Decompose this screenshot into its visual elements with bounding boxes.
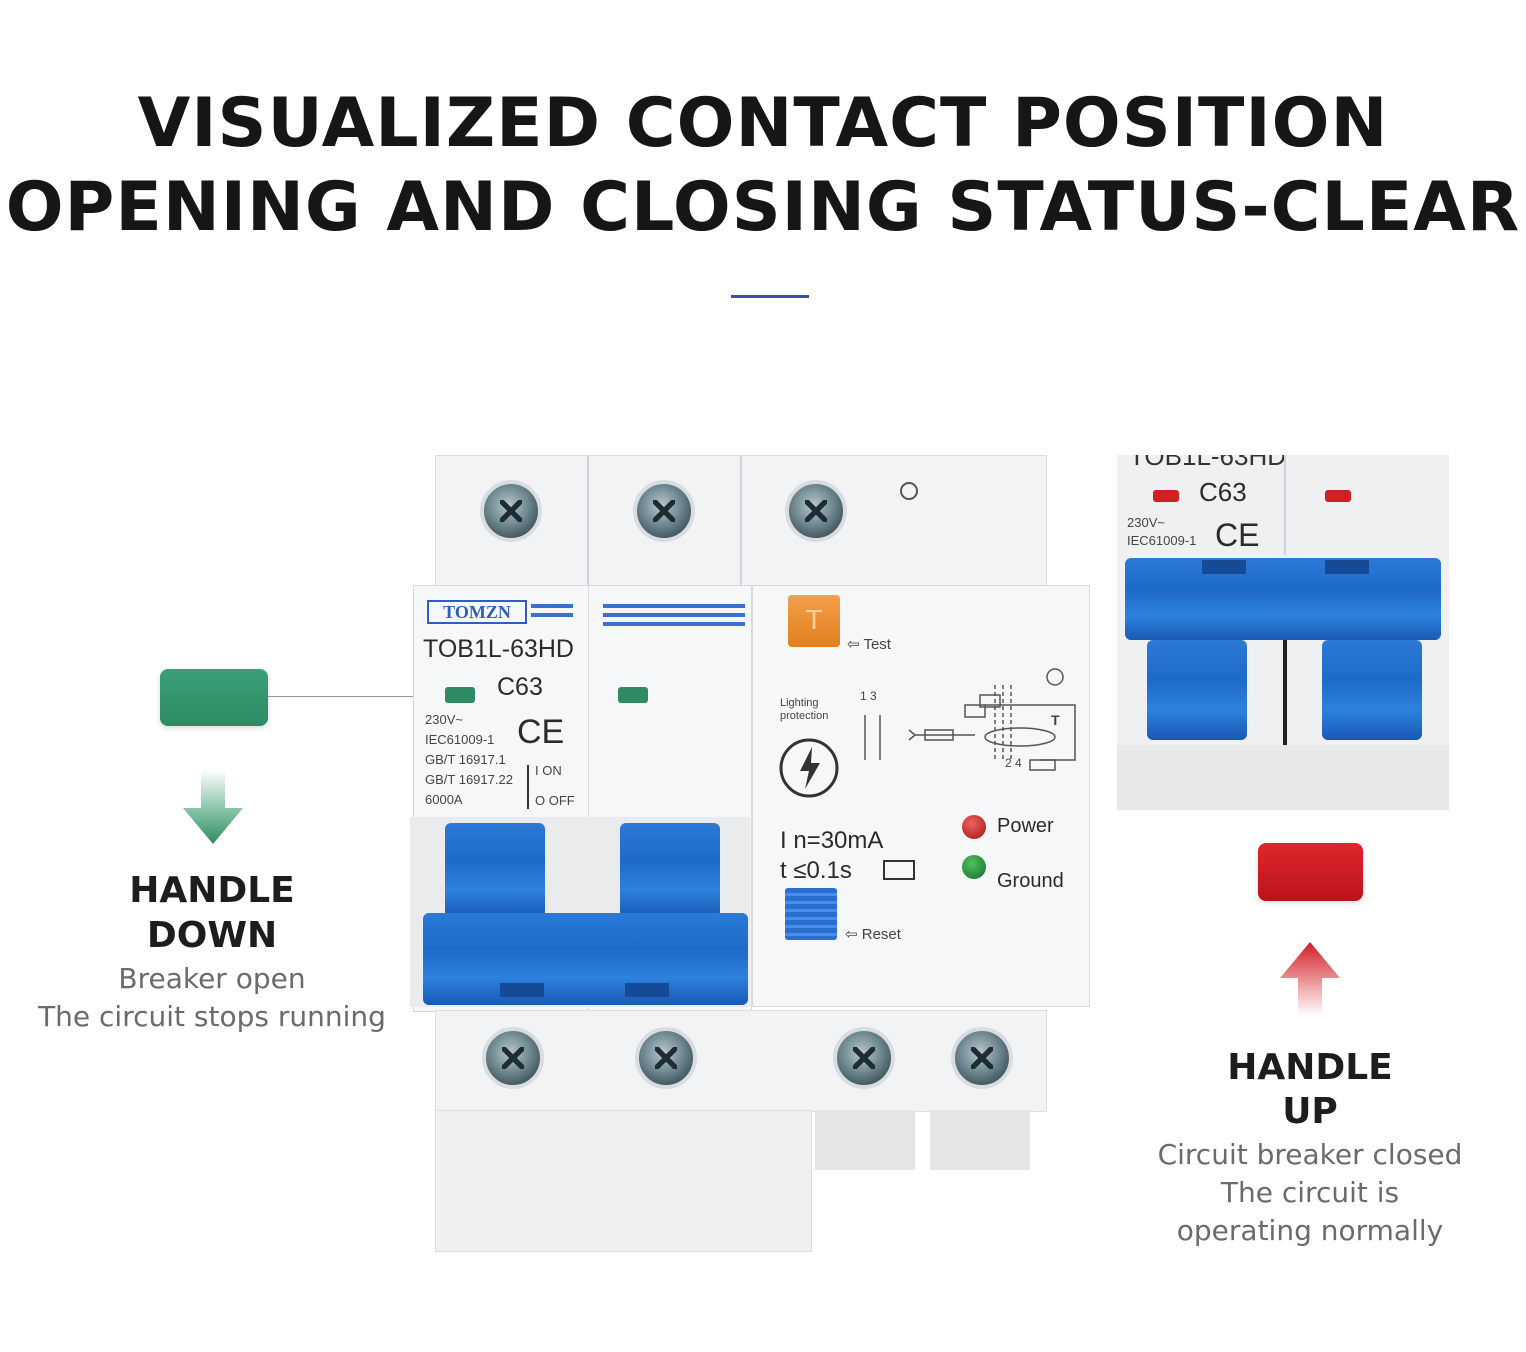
- ground-symbol-icon: [900, 482, 918, 500]
- headline-line-1: VISUALIZED CONTACT POSITION: [137, 84, 1389, 163]
- model-label: TOB1L-63HD: [423, 635, 574, 663]
- inset-pole-1-status-window: [1153, 490, 1179, 502]
- screw-icon: [633, 480, 695, 542]
- trip-time-label: t ≤0.1s: [780, 857, 852, 884]
- inset-module-seam: [1284, 455, 1286, 555]
- inset-voltage-label: 230V~: [1127, 515, 1165, 530]
- inset-pole-1-handle: [1147, 640, 1247, 740]
- standard-3-label: GB/T 16917.22: [425, 772, 513, 787]
- indicator-leader-line: [268, 696, 448, 697]
- base-clip: [930, 1110, 1030, 1170]
- screw-icon: [635, 1027, 697, 1089]
- ac-type-icon: [883, 860, 915, 880]
- brand-stripe: [531, 604, 573, 608]
- wiring-diagram-icon: 1 3 2 4 T: [860, 668, 1076, 771]
- inset-model-label: TOB1L-63HD: [1129, 455, 1287, 471]
- inset-lower-body: [1117, 745, 1449, 810]
- lighting-label-2: protection: [780, 710, 829, 722]
- ground-led: [962, 855, 986, 879]
- pole-1-handle-upper: [445, 823, 545, 918]
- left-text-line-1: Breaker open: [118, 962, 306, 995]
- inset-rating-label: C63: [1199, 477, 1247, 507]
- pole-2-handle-upper: [620, 823, 720, 918]
- inset-standard-label: IEC61009-1: [1127, 533, 1197, 548]
- test-button[interactable]: T: [788, 595, 840, 647]
- arrow-down-icon: [183, 770, 243, 844]
- closed-status-indicator: [1258, 843, 1363, 901]
- screw-icon: [480, 480, 542, 542]
- module-seam: [740, 455, 742, 585]
- inset-pole-2-status-window: [1325, 490, 1351, 502]
- right-text-line-2: The circuit is: [1220, 1176, 1400, 1209]
- off-label: O OFF: [535, 793, 575, 808]
- din-rail-base: [435, 1110, 812, 1252]
- power-led: [962, 815, 986, 839]
- module-seam: [587, 455, 589, 585]
- rating-label: C63: [497, 673, 543, 701]
- test-label-text: Test: [863, 636, 891, 653]
- brand-logo: TOMZN: [427, 600, 527, 624]
- arrow-up-icon: [1280, 942, 1340, 1016]
- screw-icon: [785, 480, 847, 542]
- inset-pole-gap: [1283, 640, 1287, 745]
- residual-current-label: I n=30mA: [780, 827, 884, 854]
- pole-2-status-window: [618, 687, 648, 703]
- inset-pole-2-handle: [1322, 640, 1422, 740]
- screw-icon: [482, 1027, 544, 1089]
- standard-2-label: GB/T 16917.1: [425, 752, 506, 767]
- lighting-label-1: Lighting: [780, 697, 819, 709]
- on-off-arrow-icon: [527, 765, 529, 809]
- left-text-line-2: The circuit stops running: [38, 1000, 386, 1033]
- left-title-line-2: DOWN: [146, 915, 278, 956]
- reset-button[interactable]: [785, 888, 837, 940]
- handle-up-closeup: TOB1L-63HD C63 230V~ IEC61009-1 CE: [1117, 455, 1449, 810]
- inset-handle-notch: [1325, 560, 1369, 574]
- inset-ce-mark: CE: [1215, 517, 1260, 553]
- capacity-label: 6000A: [425, 792, 463, 807]
- bottom-terminal-block: [435, 1010, 1047, 1112]
- headline-line-2: OPENING AND CLOSING STATUS-CLEAR: [5, 168, 1521, 247]
- pole-1-status-window: [445, 687, 475, 703]
- ce-mark: CE: [517, 713, 565, 751]
- handle-notch: [500, 983, 544, 997]
- diagram-t-label: T: [1051, 712, 1060, 728]
- screw-icon: [951, 1027, 1013, 1089]
- pole-2-stripe: [603, 622, 745, 626]
- ground-label: Ground: [997, 870, 1064, 892]
- standard-1-label: IEC61009-1: [425, 732, 495, 747]
- right-title-line-1: HANDLE: [1227, 1047, 1393, 1088]
- reset-label-text: Reset: [861, 926, 901, 943]
- title-divider: [731, 295, 809, 298]
- pole-2-stripe: [603, 604, 745, 608]
- lightning-protection-icon: [779, 738, 839, 798]
- handle-notch: [625, 983, 669, 997]
- tie-bar-handle[interactable]: [423, 913, 748, 1005]
- right-text-line-1: Circuit breaker closed: [1157, 1138, 1463, 1171]
- right-text-line-3: operating normally: [1176, 1214, 1444, 1247]
- right-title-line-2: UP: [1282, 1091, 1338, 1132]
- diagram-top-label: 1 3: [860, 689, 877, 703]
- pole-2-stripe: [603, 613, 745, 617]
- on-label: I ON: [535, 763, 562, 778]
- base-clip: [815, 1110, 915, 1170]
- voltage-label: 230V~: [425, 712, 463, 727]
- circuit-breaker: TOMZN TOB1L-63HD C63 230V~ IEC61009-1 GB…: [410, 455, 1090, 1252]
- test-label: ⇦ Test: [847, 636, 891, 653]
- power-label: Power: [997, 815, 1054, 837]
- brand-stripe: [531, 613, 573, 617]
- diagram-numbers-label: 2 4: [1005, 756, 1022, 770]
- screw-icon: [833, 1027, 895, 1089]
- inset-tie-bar-handle: [1125, 558, 1441, 640]
- inset-handle-notch: [1202, 560, 1246, 574]
- left-title-line-1: HANDLE: [129, 870, 295, 911]
- open-status-indicator: [160, 669, 268, 726]
- reset-label: ⇦ Reset: [845, 926, 901, 943]
